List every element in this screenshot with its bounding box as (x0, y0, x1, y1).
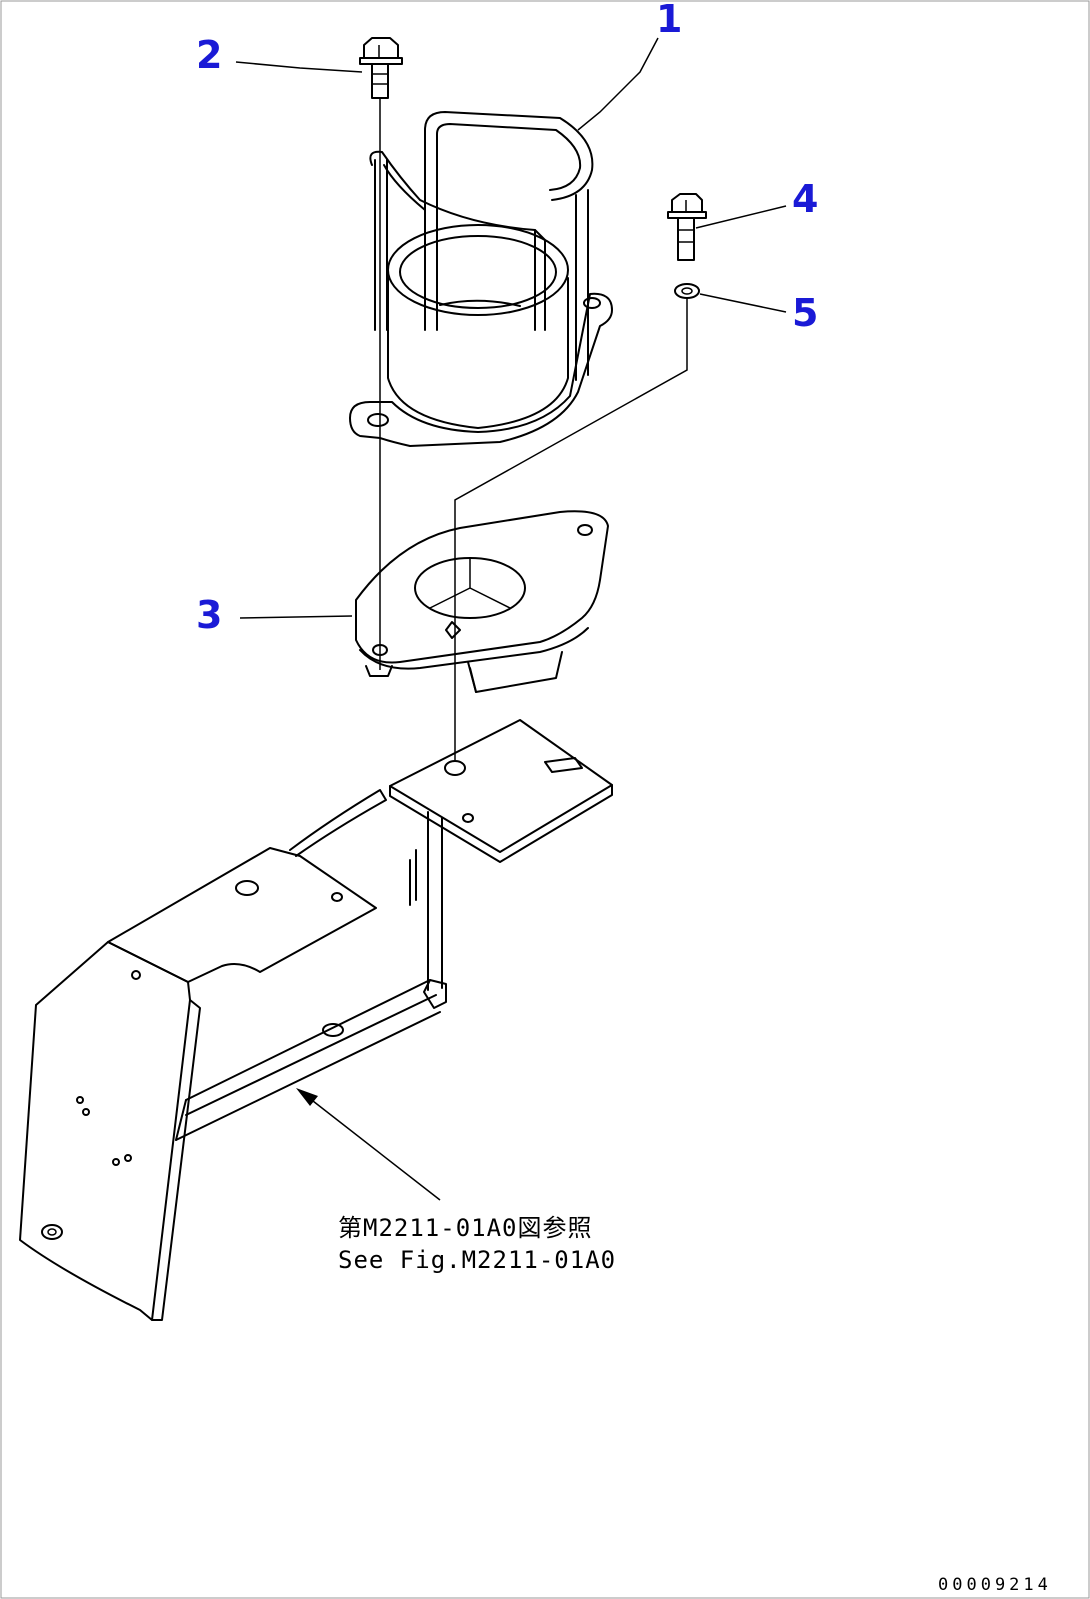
part-4-bolt (667, 193, 707, 261)
part-2-bolt (359, 37, 403, 99)
reference-note-english: See Fig.M2211-01A0 (338, 1246, 616, 1274)
reference-arrow (296, 1088, 441, 1201)
reference-note-japanese: 第M2211-01A0図参照 (338, 1214, 593, 1242)
part-5-washer (674, 283, 700, 299)
part-3-plate (355, 510, 609, 693)
assembly-line-bolt-4 (454, 298, 688, 760)
callout-4: 4 (792, 177, 818, 221)
document-number: 00009214 (938, 1575, 1052, 1595)
callout-5: 5 (792, 291, 818, 335)
leader-lines (235, 37, 787, 619)
callout-1: 1 (656, 0, 682, 41)
callout-2: 2 (196, 33, 222, 77)
lower-frame-assembly (19, 719, 613, 1321)
part-1-holder (349, 111, 613, 447)
callout-3: 3 (196, 593, 222, 637)
